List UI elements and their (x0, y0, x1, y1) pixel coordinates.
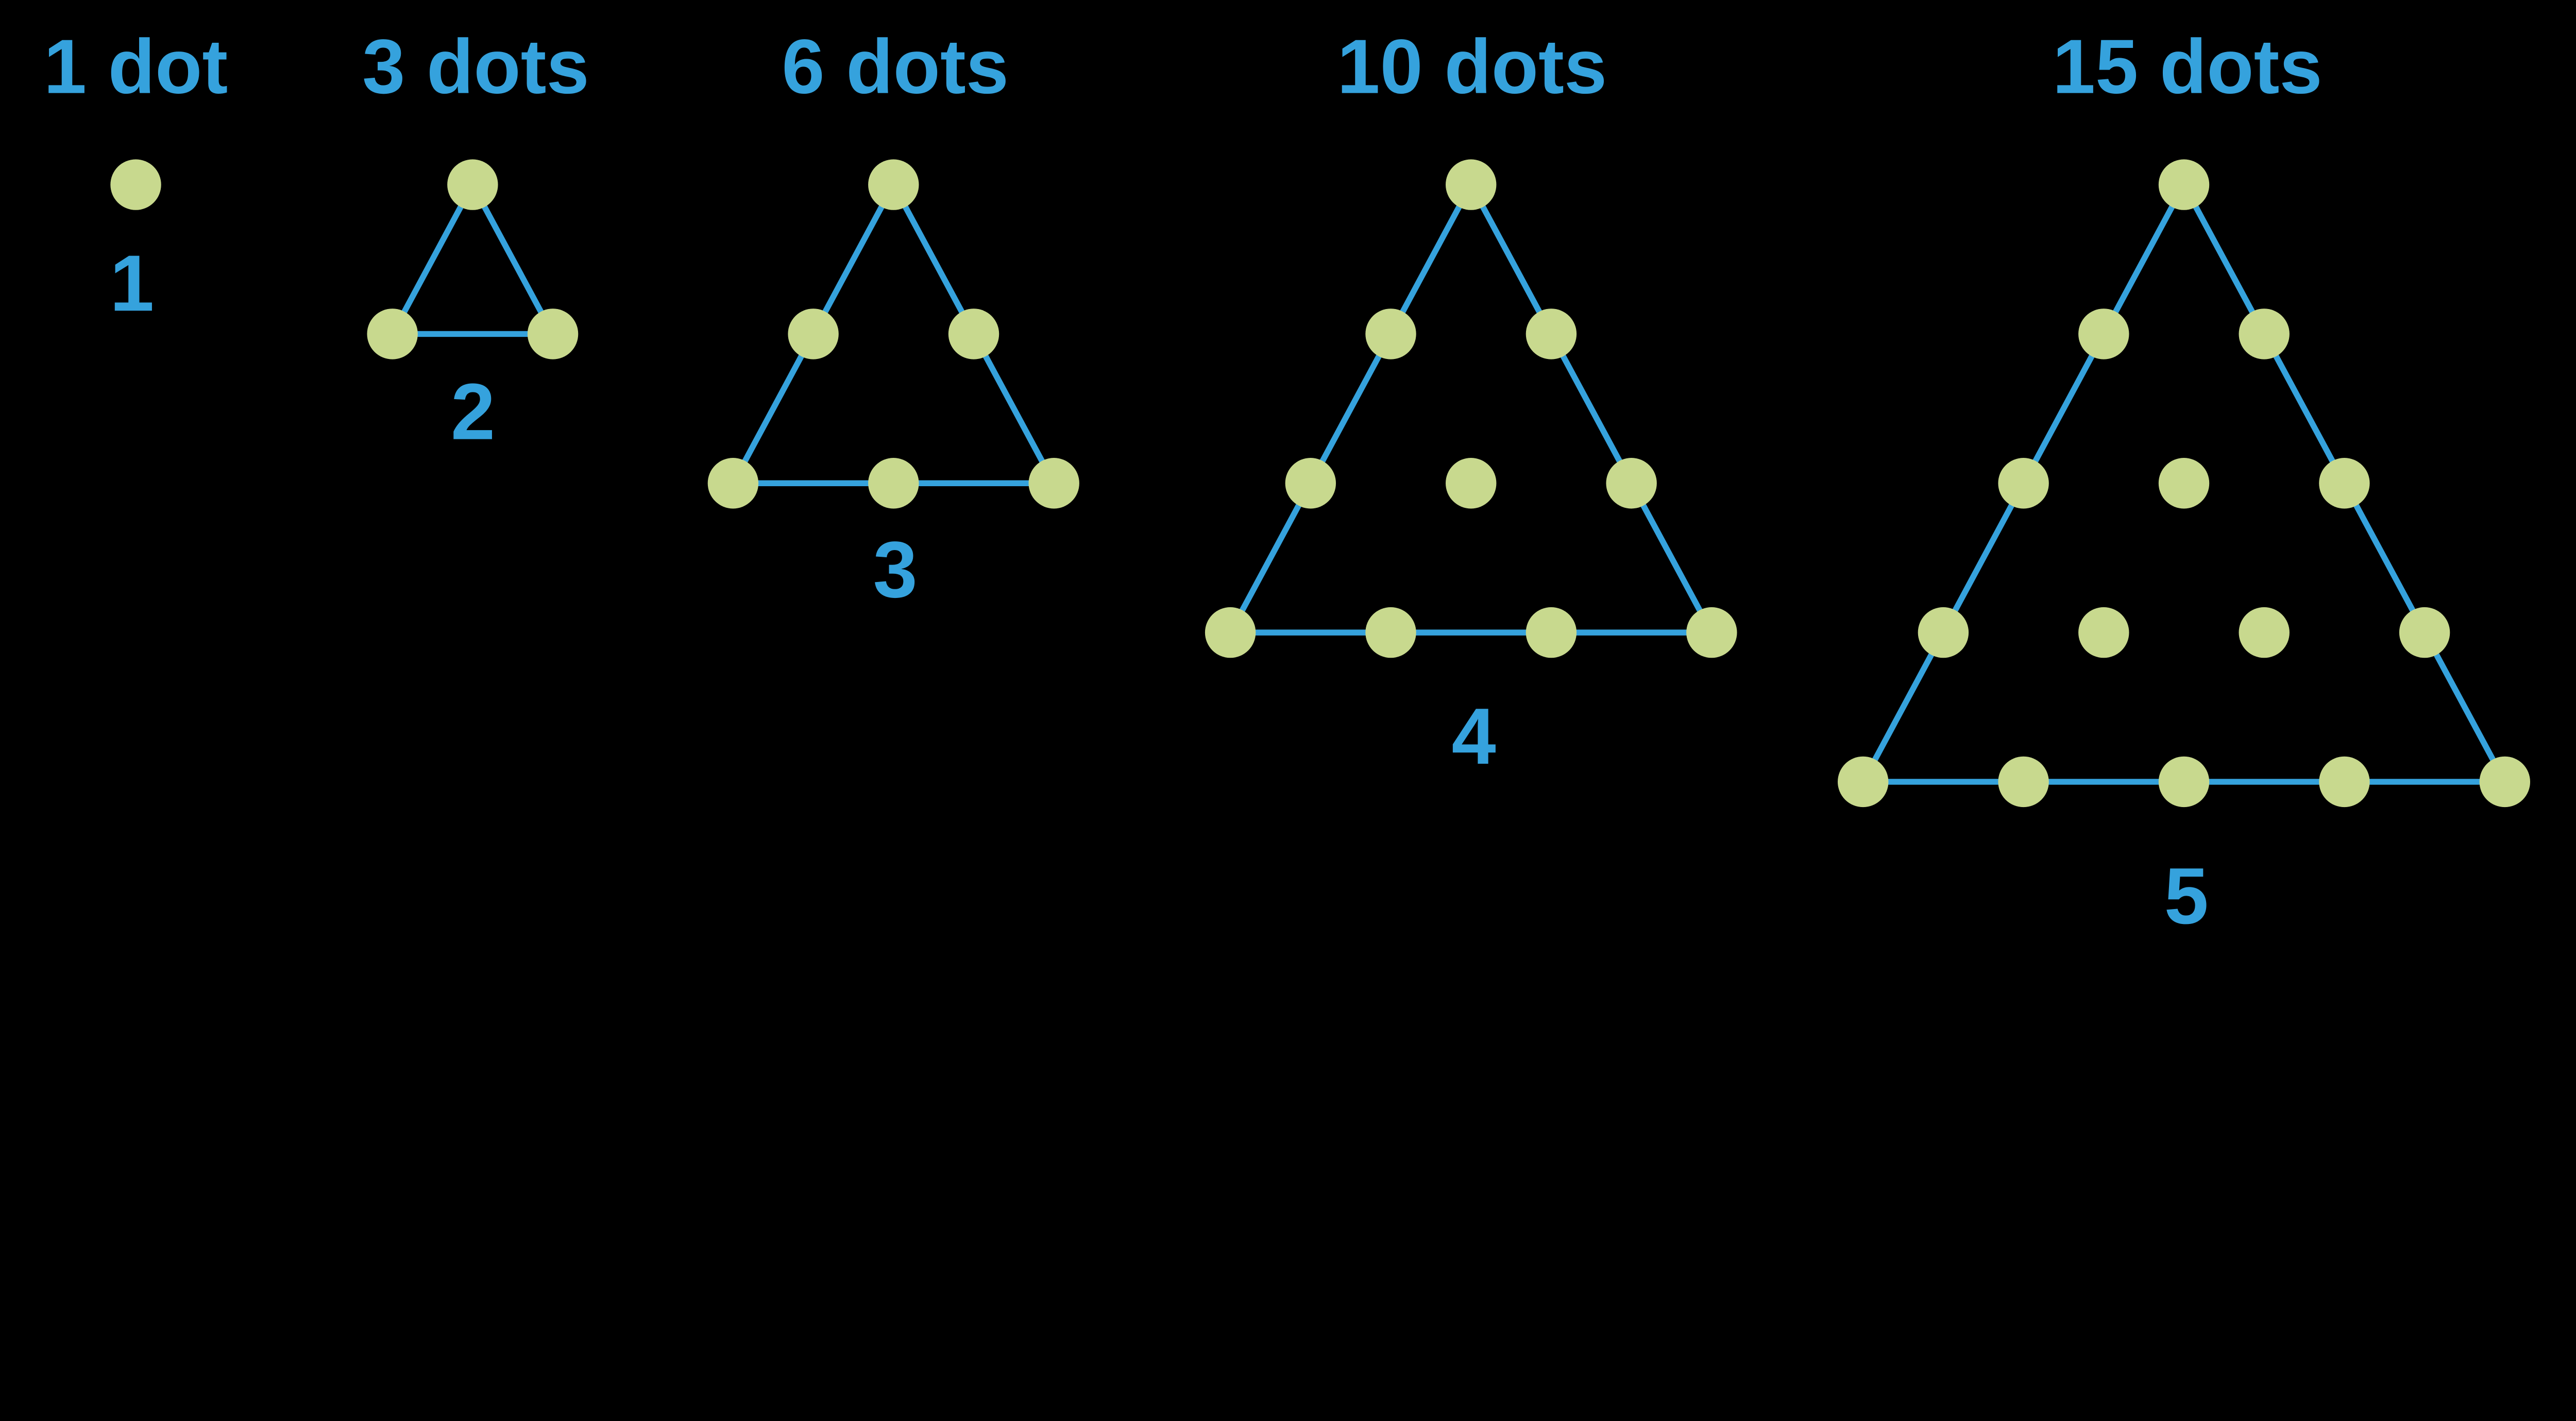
figure-title-6-dots: 6 dots (782, 24, 1009, 110)
dot (2158, 159, 2210, 210)
triangle-outline (389, 181, 556, 337)
dot (948, 309, 999, 359)
dot (2078, 607, 2129, 658)
dot (1446, 159, 1497, 210)
figure-title-15-dots: 15 dots (2053, 24, 2323, 110)
dot (868, 159, 919, 210)
dot (1285, 458, 1336, 509)
dot (2078, 309, 2129, 359)
dot (1365, 309, 1416, 359)
figure-count-label-4: 4 (1451, 692, 1496, 781)
dot (2158, 458, 2210, 509)
figure-title-1-dot: 1 dot (44, 24, 228, 110)
dot (1446, 458, 1497, 509)
dot (1998, 458, 2049, 509)
dot (2239, 607, 2290, 658)
triangle-outline (730, 181, 1057, 486)
dot (2158, 756, 2210, 808)
figure-count-label-1: 1 (110, 238, 154, 328)
dot (1606, 458, 1657, 509)
figures-layer (110, 159, 2531, 808)
dot (110, 159, 161, 210)
dot (788, 309, 839, 359)
dot (2319, 756, 2370, 808)
dot (1686, 607, 1737, 658)
dot (2239, 309, 2290, 359)
dot (868, 458, 919, 509)
dot (1365, 607, 1416, 658)
figure-count-label-5: 5 (2164, 851, 2209, 940)
figure-count-label-3: 3 (873, 525, 918, 614)
titles-layer: 1 dot 3 dots 6 dots 10 dots 15 dots (44, 24, 2323, 110)
dot (1998, 756, 2049, 808)
figure-count-label-2: 2 (451, 367, 495, 456)
dot (527, 309, 579, 359)
dot (707, 458, 759, 509)
figure-title-10-dots: 10 dots (1337, 24, 1607, 110)
dot (2399, 607, 2450, 658)
triangular-numbers-diagram: 1 dot 3 dots 6 dots 10 dots 15 dots 1 2 … (43, 23, 2531, 940)
dot (447, 159, 498, 210)
figure-title-3-dots: 3 dots (362, 24, 589, 110)
dot (1837, 756, 1889, 808)
figure-6-dots (707, 159, 1079, 509)
dot (1028, 458, 1079, 509)
figure-15-dots (1837, 159, 2531, 808)
dot (1526, 607, 1577, 658)
figure-10-dots (1205, 159, 1737, 658)
dot (2319, 458, 2370, 509)
dot (1918, 607, 1969, 658)
figure-3-dots (367, 159, 579, 359)
triangle-outline (1227, 181, 1715, 636)
dot (2479, 756, 2531, 808)
dot (367, 309, 418, 359)
figure-1-dots (110, 159, 161, 210)
dot (1205, 607, 1256, 658)
dot (1526, 309, 1577, 359)
count-labels-layer: 1 2 3 4 5 (110, 238, 2209, 940)
